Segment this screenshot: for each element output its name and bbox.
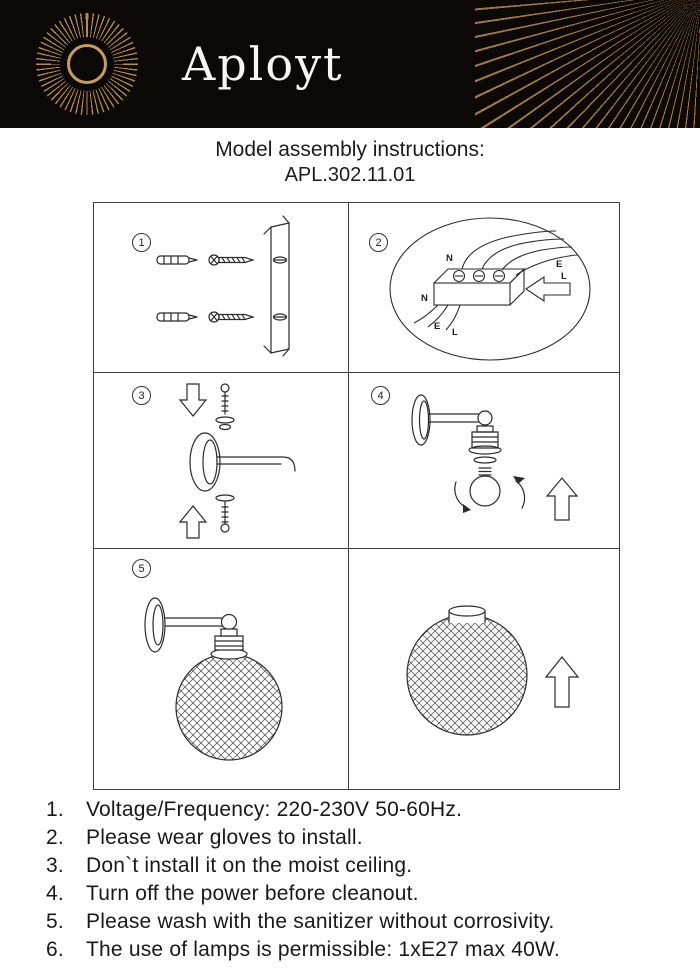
corner-rays-icon	[475, 0, 700, 128]
bulb-install-drawing	[411, 393, 579, 521]
panel-shade-detail	[349, 549, 619, 789]
instruction-text: Please wear gloves to install.	[86, 826, 363, 849]
diagram-grid: 1	[94, 203, 619, 789]
instruction-item: 2. Please wear gloves to install.	[46, 824, 700, 852]
step-4-badge: 4	[371, 386, 390, 405]
mesh-shade-drawing	[406, 605, 580, 736]
brand-name: Aployt	[182, 37, 344, 91]
step-3-badge: 3	[132, 386, 151, 405]
panel-step-1: 1	[94, 203, 349, 373]
step-5-badge: 5	[132, 559, 151, 578]
panel-step-2: 2	[349, 203, 619, 373]
finished-lamp-drawing	[144, 597, 283, 761]
wire-label-e-right: E	[556, 259, 562, 270]
page-title: Model assembly instructions:	[215, 138, 485, 161]
canopy-assembly-drawing	[178, 382, 296, 539]
wire-label-n-bottom: N	[421, 293, 428, 304]
panel-step-3: 3	[94, 373, 349, 549]
instruction-number: 3.	[46, 854, 64, 877]
instruction-number: 4.	[46, 882, 64, 905]
instruction-item: 5. Please wash with the sanitizer withou…	[46, 908, 700, 936]
instruction-item: 4. Turn off the power before cleanout.	[46, 880, 700, 908]
wire-label-e-bottom: E	[434, 321, 440, 332]
instruction-text: The use of lamps is permissible: 1xE27 m…	[86, 938, 560, 961]
brand-header: Aployt	[0, 0, 700, 128]
instruction-text: Turn off the power before cleanout.	[86, 882, 419, 905]
instruction-text: Don`t install it on the moist ceiling.	[86, 854, 413, 877]
mounting-bracket-drawing	[156, 214, 290, 357]
panel-step-5: 5	[94, 549, 349, 789]
instruction-item: 3. Don`t install it on the moist ceiling…	[46, 852, 700, 880]
instruction-text: Voltage/Frequency: 220-230V 50-60Hz.	[86, 798, 463, 821]
step-2-badge: 2	[369, 233, 388, 252]
assembly-diagram: 1	[93, 202, 620, 790]
instruction-number: 2.	[46, 826, 64, 849]
instruction-number: 6.	[46, 938, 64, 961]
instruction-item: 1. Voltage/Frequency: 220-230V 50-60Hz.	[46, 796, 700, 824]
panel-step-4: 4	[349, 373, 619, 549]
model-number: APL.302.11.01	[284, 164, 416, 186]
instruction-list: 1. Voltage/Frequency: 220-230V 50-60Hz. …	[46, 796, 700, 964]
instruction-text: Please wash with the sanitizer without c…	[86, 910, 555, 933]
title-block: Model assembly instructions: APL.302.11.…	[0, 136, 700, 188]
instruction-number: 1.	[46, 798, 64, 821]
wire-label-l-right: L	[561, 271, 567, 282]
instruction-number: 5.	[46, 910, 64, 933]
wire-label-l-bottom: L	[452, 327, 458, 338]
instruction-item: 6. The use of lamps is permissible: 1xE2…	[46, 936, 700, 964]
wire-label-n-top: N	[446, 253, 453, 264]
sunburst-logo-icon	[36, 13, 138, 115]
step-1-badge: 1	[132, 233, 151, 252]
wiring-terminal-drawing: N E L N E L	[389, 216, 591, 361]
